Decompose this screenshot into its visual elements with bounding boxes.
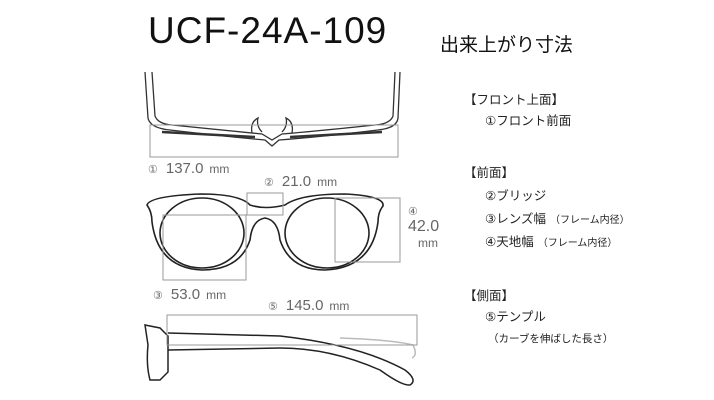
legend-item-5-note: （カーブを伸ばした長さ）	[488, 333, 614, 345]
number-marker: ①	[148, 164, 158, 176]
legend-front-section: 【前面】	[464, 165, 515, 180]
legend-item-4-note: （フレーム内径）	[537, 238, 618, 249]
legend-side-section: 【側面】	[464, 288, 515, 303]
legend-item-1: ①フロント前面	[485, 113, 572, 128]
front-width-bracket	[149, 124, 399, 158]
number-marker: ④	[408, 206, 418, 218]
unit: mm	[206, 288, 227, 302]
lens-width-label: ③ 53.0 mm	[153, 286, 226, 303]
front-width-value: 137.0	[165, 160, 204, 177]
temple-length-label: ⑤ 145.0 mm	[268, 297, 349, 314]
model-title: UCF-24A-109	[148, 10, 388, 51]
temple-bracket	[166, 314, 418, 346]
front-width-label: ① 137.0 mm	[148, 160, 229, 177]
lens-width-bracket	[162, 214, 247, 281]
legend-item-3: ③レンズ幅（フレーム内径）	[485, 208, 630, 227]
bridge-bracket	[246, 192, 284, 216]
unit: mm	[329, 299, 350, 313]
legend-item-3-label: ③レンズ幅	[485, 211, 546, 226]
unit: mm	[317, 175, 338, 189]
lens-width-value: 53.0	[170, 286, 201, 303]
front-view-glasses	[146, 193, 384, 271]
lens-height-label: ④ 42.0 mm	[408, 205, 439, 250]
unit: mm	[418, 236, 438, 250]
bridge-value: 21.0	[281, 173, 312, 190]
lens-height-bracket	[334, 197, 401, 263]
temple-value: 145.0	[285, 297, 324, 314]
number-marker: ⑤	[268, 301, 278, 313]
lens-height-value: 42.0	[408, 218, 440, 235]
bridge-label: ② 21.0 mm	[264, 173, 337, 190]
unit: mm	[209, 162, 230, 176]
number-marker: ②	[264, 177, 274, 189]
top-view-glasses	[144, 71, 401, 147]
legend-item-3-note: （フレーム内径）	[549, 215, 630, 226]
legend-item-4: ④天地幅（フレーム内径）	[485, 231, 617, 250]
legend-item-5: ⑤テンプル	[485, 309, 546, 324]
legend-item-2: ②ブリッジ	[485, 188, 547, 203]
subtitle: 出来上がり寸法	[440, 34, 574, 56]
side-view-glasses	[144, 324, 416, 386]
legend-top-section: 【フロント上面】	[464, 92, 565, 107]
legend-item-4-label: ④天地幅	[485, 234, 534, 249]
number-marker: ③	[153, 290, 163, 302]
